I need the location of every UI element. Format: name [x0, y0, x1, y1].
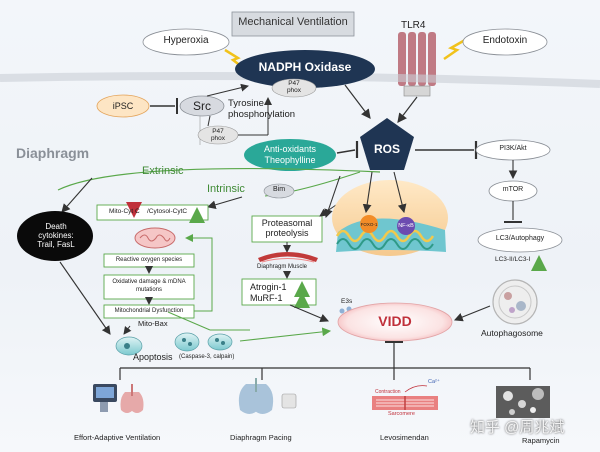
src-label: Src — [193, 99, 211, 113]
autophagosome-icon — [492, 279, 538, 325]
tlr4-label: TLR4 — [401, 20, 426, 31]
proteasomal-box — [251, 215, 323, 243]
title-box — [231, 11, 355, 37]
mtor-label: mTOR — [502, 186, 524, 193]
murf-label: MuRF-1 — [250, 293, 283, 303]
title-text: Mechanical Ventilation — [238, 16, 348, 28]
ventilator-icon — [93, 384, 144, 413]
therapy-levo-label: Levosimendan — [380, 433, 429, 442]
ipsc-label: iPSC — [112, 101, 134, 111]
foxo-label: FOXO-1 — [360, 222, 378, 227]
mito-cyt-right: /Cytosol-CytC — [147, 208, 188, 215]
ca-label: Ca²⁺ — [428, 379, 440, 385]
bim-oval — [263, 183, 295, 199]
nadph-label: NADPH Oxidase — [258, 60, 352, 74]
diaphragm-pacing-icon — [238, 378, 297, 414]
apoptosis-label: Apoptosis — [133, 352, 173, 362]
chain-dysfunction-label: Mitochondrial Dysfunction — [114, 308, 184, 314]
antioxidants-oval — [244, 139, 336, 171]
atrogin-label: Atrogin-1 — [250, 282, 287, 292]
ipsc-oval — [96, 94, 150, 118]
endotoxin-oval — [462, 28, 548, 56]
therapy-pacing-label: Diaphragm Pacing — [230, 433, 292, 442]
bim-label: Bim — [272, 186, 286, 193]
ros-pentagon — [360, 118, 414, 170]
lc3-autophagy-oval — [477, 227, 563, 253]
watermark: 知乎 @周兆斌 — [470, 419, 565, 436]
therapy-rapa-label: Rapamycin — [522, 436, 560, 445]
chain-oxidative-label: Oxidative damage & mDNA mutations — [112, 279, 186, 293]
apoptosis-detail: (Caspase-3, calpain) — [179, 354, 235, 360]
death-cytokines-label: Death cytokines: Trail, FasL — [37, 222, 75, 249]
tyrosine-label: Tyrosine phosphorylation — [228, 98, 296, 120]
nadph-oxidase-shape — [235, 50, 375, 88]
contraction-label: Contraction — [375, 389, 401, 395]
lc3-ratio-label: LC3-II/LC3-I — [495, 256, 531, 263]
sarcomere-icon — [372, 385, 438, 410]
endotoxin-label: Endotoxin — [482, 35, 528, 46]
death-cytokines-oval — [17, 211, 93, 261]
nfkb-label: NF-κB — [398, 223, 414, 229]
hyperoxia-label: Hyperoxia — [163, 35, 209, 46]
mito-cyt-left: Mito-Cyt C — [109, 208, 140, 215]
p47-phox-label: P47 phox — [286, 80, 302, 94]
tlr4-receptor-icon — [398, 32, 436, 97]
autophagosome-label: Autophagosome — [481, 328, 543, 338]
mito-cyt-box — [96, 204, 209, 221]
hyperoxia-oval — [142, 28, 230, 56]
apoptotic-cells-icon — [115, 332, 233, 356]
extrinsic-label: Extrinsic — [142, 165, 184, 177]
proteasomal-label: Proteasomal proteolysis — [261, 218, 313, 238]
e3s-label: E3s — [341, 298, 353, 305]
pi3k-label: PI3K/Akt — [499, 145, 527, 152]
mito-bax-label: Mito-Bax — [138, 319, 168, 328]
nucleus-graphic — [332, 180, 448, 256]
therapy-effort-label: Effort-Adaptive Ventilation — [74, 433, 161, 442]
lc3-autophagy-label: LC3/Autophagy — [495, 235, 545, 242]
diaphragm-muscle-label: Diaphragm Muscle — [257, 264, 308, 270]
src-oval — [179, 95, 225, 117]
oxidative-damage-box — [103, 274, 195, 300]
rapamycin-micrograph — [496, 386, 550, 418]
mitochondria-icon — [134, 227, 176, 249]
diaphragm-label: Diaphragm — [16, 145, 90, 161]
vidd-label: VIDD — [378, 313, 412, 329]
chain-ros-label: Reactive oxygen species — [115, 257, 183, 263]
sarcomere-label: Sarcomere — [388, 411, 415, 417]
p47-phox-small-label: P47 phox — [210, 128, 226, 142]
intrinsic-label: Intrinsic — [207, 183, 245, 195]
antioxidants-label: Anti-oxidants Theophylline — [263, 144, 317, 165]
diaphragm-muscle-image — [258, 252, 318, 263]
ros-label: ROS — [373, 142, 400, 156]
p47-phox-subunit — [271, 78, 317, 98]
lightning-icon-right — [443, 38, 466, 61]
